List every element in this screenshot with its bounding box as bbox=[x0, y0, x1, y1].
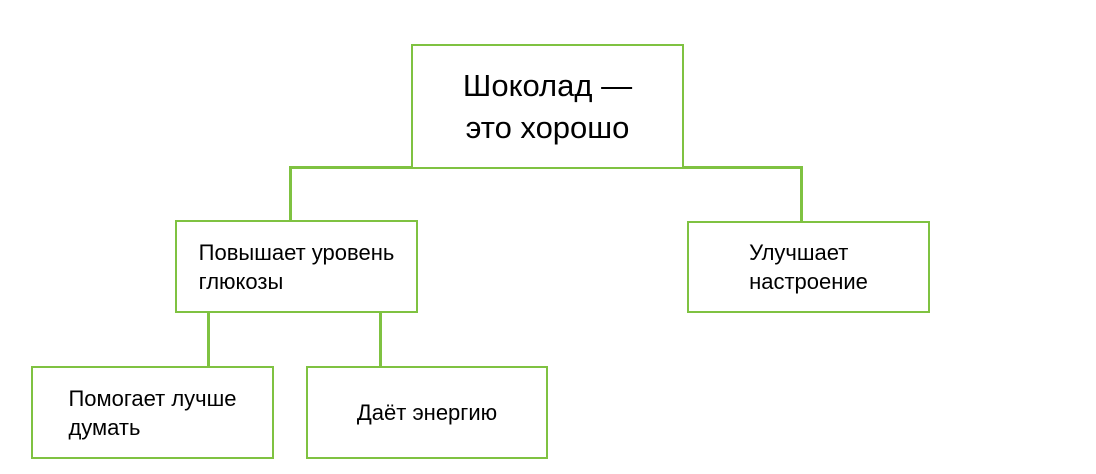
node-think[interactable]: Помогает лучше думать bbox=[31, 366, 274, 459]
connector-glucose-to-energy bbox=[379, 311, 382, 368]
connector-glucose-to-think bbox=[207, 311, 210, 368]
node-glucose[interactable]: Повышает уровень глюкозы bbox=[175, 220, 418, 313]
node-mood[interactable]: Улучшает настроение bbox=[687, 221, 930, 313]
node-think-label: Помогает лучше думать bbox=[68, 385, 237, 440]
node-root-label: Шоколад — это хорошо bbox=[462, 67, 633, 145]
node-glucose-label: Повышает уровень глюкозы bbox=[198, 239, 395, 294]
connector-root-to-glucose bbox=[289, 166, 292, 223]
node-mood-label: Улучшает настроение bbox=[749, 240, 868, 294]
node-root[interactable]: Шоколад — это хорошо bbox=[411, 44, 684, 169]
node-energy[interactable]: Даёт энергию bbox=[306, 366, 548, 459]
connector-root-to-mood bbox=[800, 166, 803, 224]
node-energy-label: Даёт энергию bbox=[356, 400, 498, 425]
